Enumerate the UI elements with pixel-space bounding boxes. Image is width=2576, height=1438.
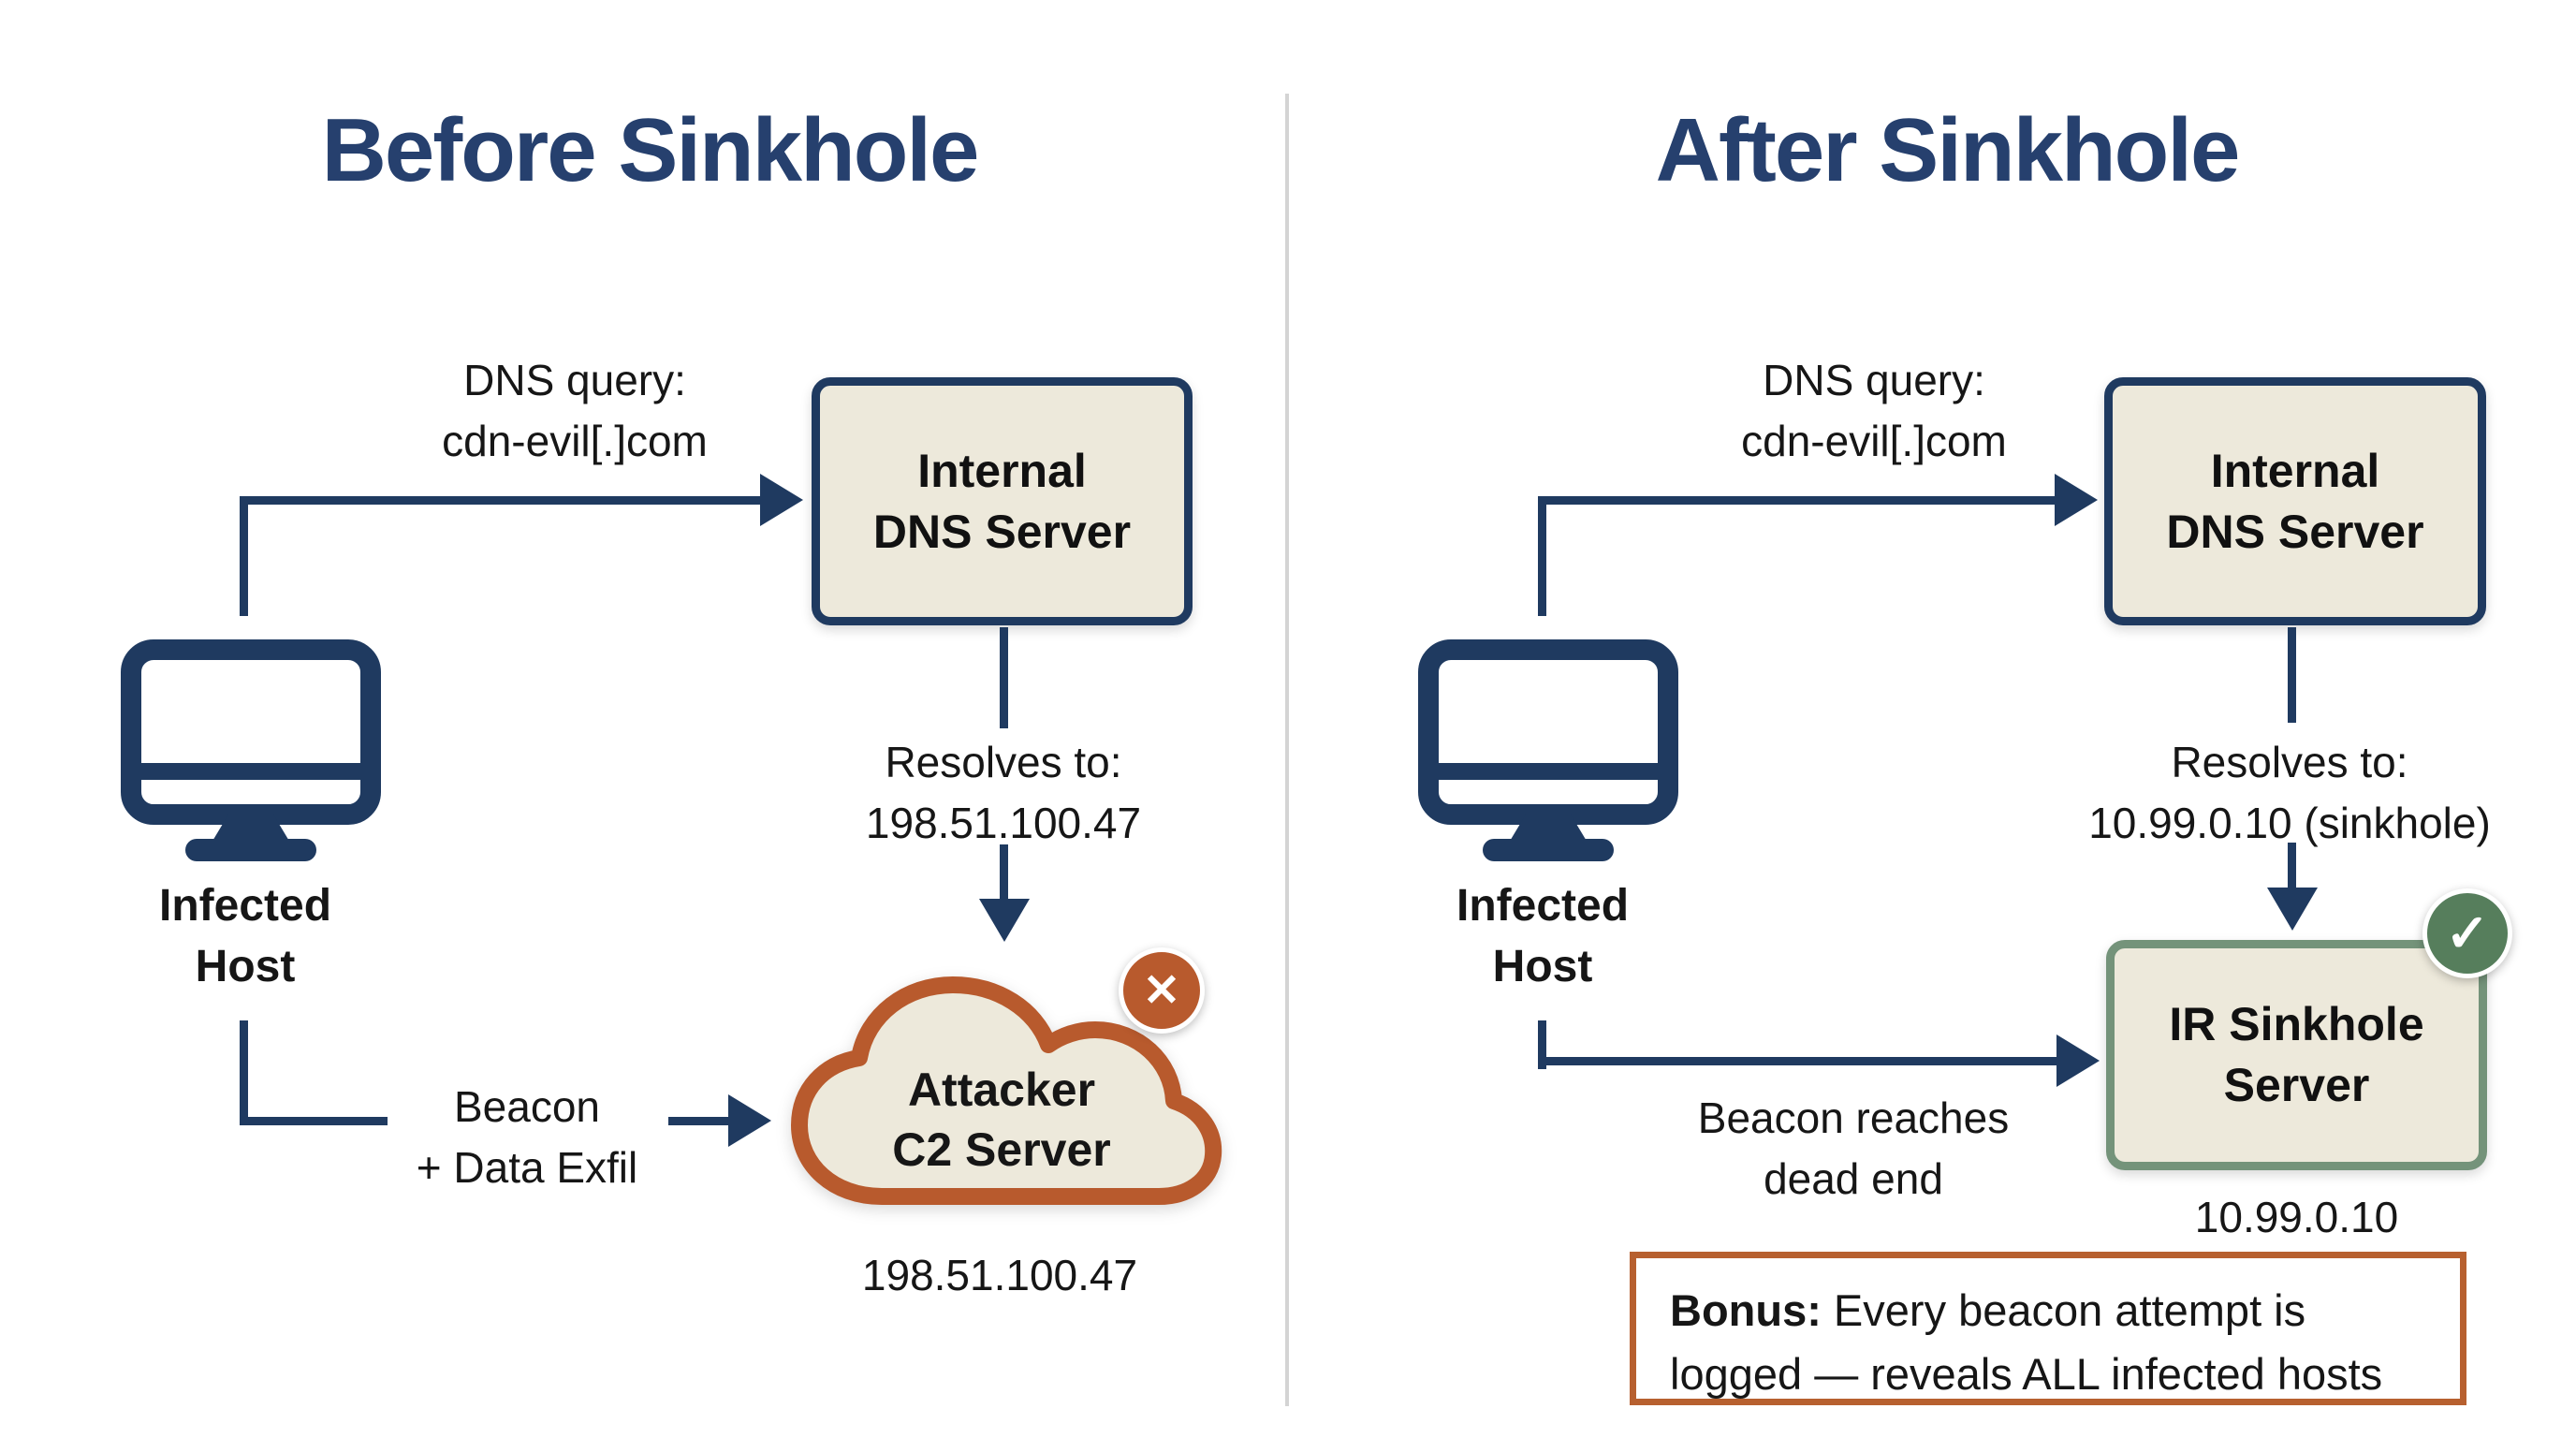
infected-host-label-left: Infected Host bbox=[91, 876, 400, 998]
connector-host-beacon-vertical-right bbox=[1538, 1020, 1546, 1069]
connector-resolves-cloud-left bbox=[1000, 844, 1008, 902]
beacon-arrow-line-left bbox=[668, 1117, 730, 1125]
dns-query-label-right: DNS query: cdn-evil[.]com bbox=[1612, 350, 2136, 473]
bonus-line1-rest: Every beacon attempt is bbox=[1821, 1285, 2306, 1335]
connector-dns-resolves-left bbox=[1000, 627, 1008, 728]
connector-host-dns-vertical-right bbox=[1538, 496, 1546, 616]
blocked-x-badge: ✕ bbox=[1119, 947, 1205, 1034]
beacon-line1-right: Beacon reaches bbox=[1697, 1093, 2010, 1142]
ir-sinkhole-server-box: IR Sinkhole Server bbox=[2106, 940, 2487, 1170]
beacon-line2-left: + Data Exfil bbox=[416, 1143, 638, 1193]
dns-server-line2-right: DNS Server bbox=[2166, 505, 2424, 558]
sinkhole-ip-value: 10.99.0.10 bbox=[2194, 1193, 2399, 1241]
check-icon: ✓ bbox=[2445, 903, 2490, 962]
arrowhead-dns-query-right bbox=[2055, 474, 2098, 526]
cloud-icon bbox=[791, 976, 1222, 1205]
c2-ip-label: 198.51.100.47 bbox=[812, 1245, 1187, 1306]
infected-host-label-right: Infected Host bbox=[1388, 876, 1697, 998]
c2-line2: C2 Server bbox=[892, 1123, 1111, 1176]
dns-query-line2-right: cdn-evil[.]com bbox=[1741, 417, 2007, 466]
arrowhead-beacon-left bbox=[728, 1094, 771, 1147]
bonus-line2: logged — reveals ALL infected hosts bbox=[1670, 1349, 2383, 1400]
dns-query-label-left: DNS query: cdn-evil[.]com bbox=[313, 350, 837, 473]
connector-host-dns-horizontal-left bbox=[240, 496, 762, 505]
resolves-label-left: Resolves to: 198.51.100.47 bbox=[798, 732, 1209, 855]
arrowhead-to-cloud-left bbox=[979, 899, 1030, 942]
host-line2-right: Host bbox=[1492, 941, 1593, 991]
host-line1-right: Infected bbox=[1456, 881, 1630, 931]
sinkhole-line2: Server bbox=[2223, 1059, 2370, 1111]
beacon-label-left: Beacon + Data Exfil bbox=[396, 1077, 658, 1199]
dns-server-line1-right: Internal bbox=[2210, 444, 2380, 497]
resolves-line1-right: Resolves to: bbox=[2171, 738, 2408, 786]
c2-line1: Attacker bbox=[907, 1064, 1096, 1116]
before-title: Before Sinkhole bbox=[321, 100, 980, 200]
host-line2-left: Host bbox=[195, 941, 296, 991]
c2-server-label: Attacker C2 Server bbox=[824, 1060, 1179, 1180]
panel-divider bbox=[1285, 94, 1289, 1406]
arrowhead-dns-query-left bbox=[760, 474, 803, 526]
resolves-line2-left: 198.51.100.47 bbox=[865, 799, 1142, 848]
x-icon: ✕ bbox=[1142, 966, 1181, 1016]
dns-server-line1-left: Internal bbox=[917, 444, 1087, 497]
internal-dns-server-box-left: Internal DNS Server bbox=[812, 377, 1193, 625]
success-check-badge: ✓ bbox=[2422, 888, 2512, 978]
resolves-label-right: Resolves to: 10.99.0.10 (sinkhole) bbox=[2037, 732, 2542, 855]
connector-dns-resolves-right bbox=[2288, 627, 2296, 723]
dns-query-line1-left: DNS query: bbox=[463, 356, 686, 404]
beacon-line2-right: dead end bbox=[1764, 1154, 1943, 1204]
resolves-line1-left: Resolves to: bbox=[885, 738, 1122, 786]
connector-host-beacon-horizontal-left bbox=[240, 1117, 388, 1125]
monitor-icon bbox=[121, 639, 381, 861]
bonus-callout-box: Bonus: Every beacon attempt is logged — … bbox=[1630, 1252, 2466, 1405]
bonus-prefix: Bonus: bbox=[1670, 1285, 1822, 1335]
dns-query-line2-left: cdn-evil[.]com bbox=[442, 417, 708, 466]
beacon-dead-end-label: Beacon reaches dead end bbox=[1619, 1088, 2087, 1211]
after-title: After Sinkhole bbox=[1655, 100, 2241, 200]
host-line1-left: Infected bbox=[158, 881, 332, 931]
attacker-c2-cloud bbox=[766, 947, 1234, 1243]
connector-host-dns-horizontal-right bbox=[1538, 496, 2056, 505]
connector-host-beacon-horizontal-right bbox=[1538, 1057, 2058, 1065]
monitor-icon bbox=[1418, 639, 1678, 861]
internal-dns-server-box-right: Internal DNS Server bbox=[2104, 377, 2486, 625]
connector-host-beacon-vertical-left bbox=[240, 1020, 248, 1125]
arrowhead-beacon-right bbox=[2056, 1034, 2100, 1087]
c2-ip-value: 198.51.100.47 bbox=[861, 1251, 1138, 1299]
dns-server-line2-left: DNS Server bbox=[872, 505, 1132, 558]
infected-host-icon-left bbox=[118, 637, 384, 863]
resolves-line2-right: 10.99.0.10 (sinkhole) bbox=[2088, 799, 2491, 848]
beacon-line1-left: Beacon bbox=[453, 1082, 600, 1131]
connector-host-dns-vertical-left bbox=[240, 496, 248, 616]
connector-resolves-sinkhole-right bbox=[2288, 843, 2296, 891]
sinkhole-line1: IR Sinkhole bbox=[2169, 998, 2424, 1050]
arrowhead-to-sinkhole bbox=[2267, 888, 2318, 931]
sinkhole-ip-label: 10.99.0.10 bbox=[2106, 1187, 2487, 1248]
infected-host-icon-right bbox=[1415, 637, 1681, 863]
dns-query-line1-right: DNS query: bbox=[1763, 356, 1985, 404]
